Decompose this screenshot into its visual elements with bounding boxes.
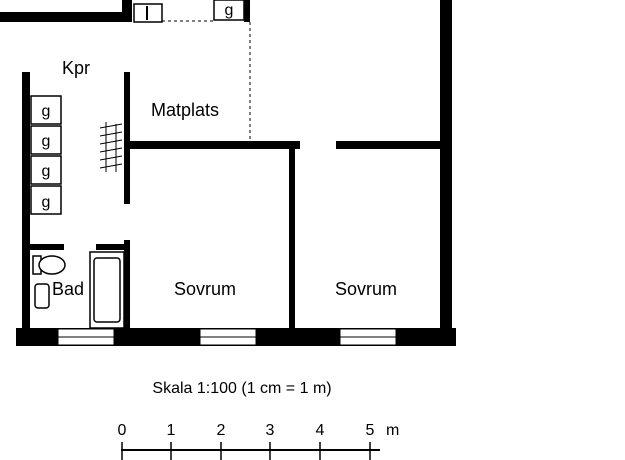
scale-label-2: 2: [217, 422, 226, 439]
cabinet-4-label: g: [42, 194, 51, 211]
sink: [34, 283, 50, 309]
wall-bath-top: [30, 244, 64, 250]
bathtub-inner: [93, 257, 121, 323]
top-cabinet-box: [213, 0, 245, 21]
rack-symbol: [99, 122, 123, 172]
cabinet-3: [30, 155, 62, 185]
scale-label-1: 1: [167, 422, 176, 439]
cabinet-1: [30, 95, 62, 125]
toilet-bowl: [38, 255, 66, 275]
wall-top-right-stub: [244, 0, 250, 22]
scale-bar: 0 1 2 3 4 5 m: [118, 422, 399, 460]
scale-label-0: 0: [118, 422, 127, 439]
wall-top-left: [0, 12, 122, 22]
wall-top-stub: [122, 0, 132, 22]
bathroom-fixtures: [32, 251, 125, 329]
cabinet-1-label: g: [42, 103, 51, 120]
room-label-sovrum-left: Sovrum: [174, 279, 236, 299]
wall-kitchen-divider: [124, 72, 130, 204]
wall-bedroom-divider: [289, 149, 295, 335]
wall-bath-divider: [124, 240, 130, 336]
wall-bath-top-right: [96, 244, 124, 250]
wall-left: [22, 72, 30, 336]
windows: [57, 328, 397, 346]
cabinet-4: [30, 185, 62, 215]
room-label-sovrum-right: Sovrum: [335, 279, 397, 299]
top-cabinet-label: g: [225, 2, 234, 19]
top-fixture-mark: [146, 6, 148, 20]
scale-caption: Skala 1:100 (1 cm = 1 m): [152, 380, 331, 397]
room-label-bad: Bad: [52, 279, 84, 299]
scale-label-4: 4: [316, 422, 325, 439]
cabinet-3-label: g: [42, 163, 51, 180]
wall-right: [440, 0, 452, 346]
room-label-kpr: Kpr: [62, 58, 90, 78]
wall-mid-horizontal-right: [336, 141, 446, 149]
scale-unit: m: [386, 422, 399, 439]
cabinet-2: [30, 125, 62, 155]
cabinet-2-label: g: [42, 133, 51, 150]
kitchen-cabinets: g g g g: [30, 95, 62, 215]
scale-label-5: 5: [366, 422, 375, 439]
scale-label-3: 3: [266, 422, 275, 439]
dashed-openings: [162, 20, 251, 141]
wall-mid-horizontal-left: [130, 141, 300, 149]
room-label-matplats: Matplats: [151, 100, 219, 120]
